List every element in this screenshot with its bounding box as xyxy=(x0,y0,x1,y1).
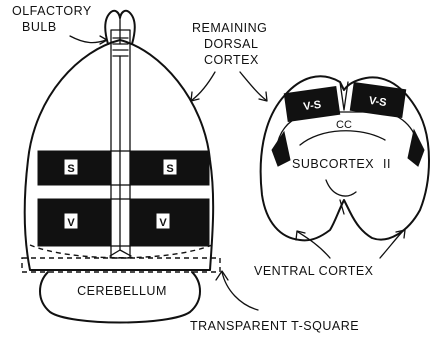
remaining-label-line1: REMAINING xyxy=(192,21,267,35)
remaining-label-line2: DORSAL xyxy=(204,37,258,51)
remaining-arrow-left xyxy=(192,72,215,100)
lateral-wedge-left xyxy=(272,132,290,166)
lateral-wedge-right xyxy=(408,130,424,166)
t-square-label: TRANSPARENT T-SQUARE xyxy=(190,319,359,333)
vs-label-left: V-S xyxy=(303,99,322,113)
s-label-left: S xyxy=(67,163,74,175)
olfactory-label-line2: BULB xyxy=(22,20,57,34)
v-label-left: V xyxy=(67,217,75,229)
ventral-cortex-label: VENTRAL CORTEX xyxy=(254,264,374,278)
olfactory-label-line1: OLFACTORY xyxy=(12,4,92,18)
ventral-arrow-right xyxy=(380,230,404,258)
t-square-arrow xyxy=(222,272,258,310)
vs-label-right: V-S xyxy=(368,95,387,109)
dashed-boundary-curve xyxy=(30,245,212,258)
coronal-section-view: V-S V-S CC SUBCORTEX II xyxy=(261,76,429,240)
dorsal-brain-view: S S V V CEREBELLUM xyxy=(22,11,220,323)
v-label-right: V xyxy=(159,217,167,229)
subcortex-mark: II xyxy=(383,157,391,171)
ventral-arrow-left xyxy=(298,232,330,258)
remaining-arrow-right xyxy=(240,72,266,100)
cerebellum-label: CEREBELLUM xyxy=(77,284,167,298)
s-label-right: S xyxy=(166,163,173,175)
remaining-label-line3: CORTEX xyxy=(204,53,259,67)
subcortex-label: SUBCORTEX xyxy=(292,157,374,171)
cc-label: CC xyxy=(336,119,352,131)
